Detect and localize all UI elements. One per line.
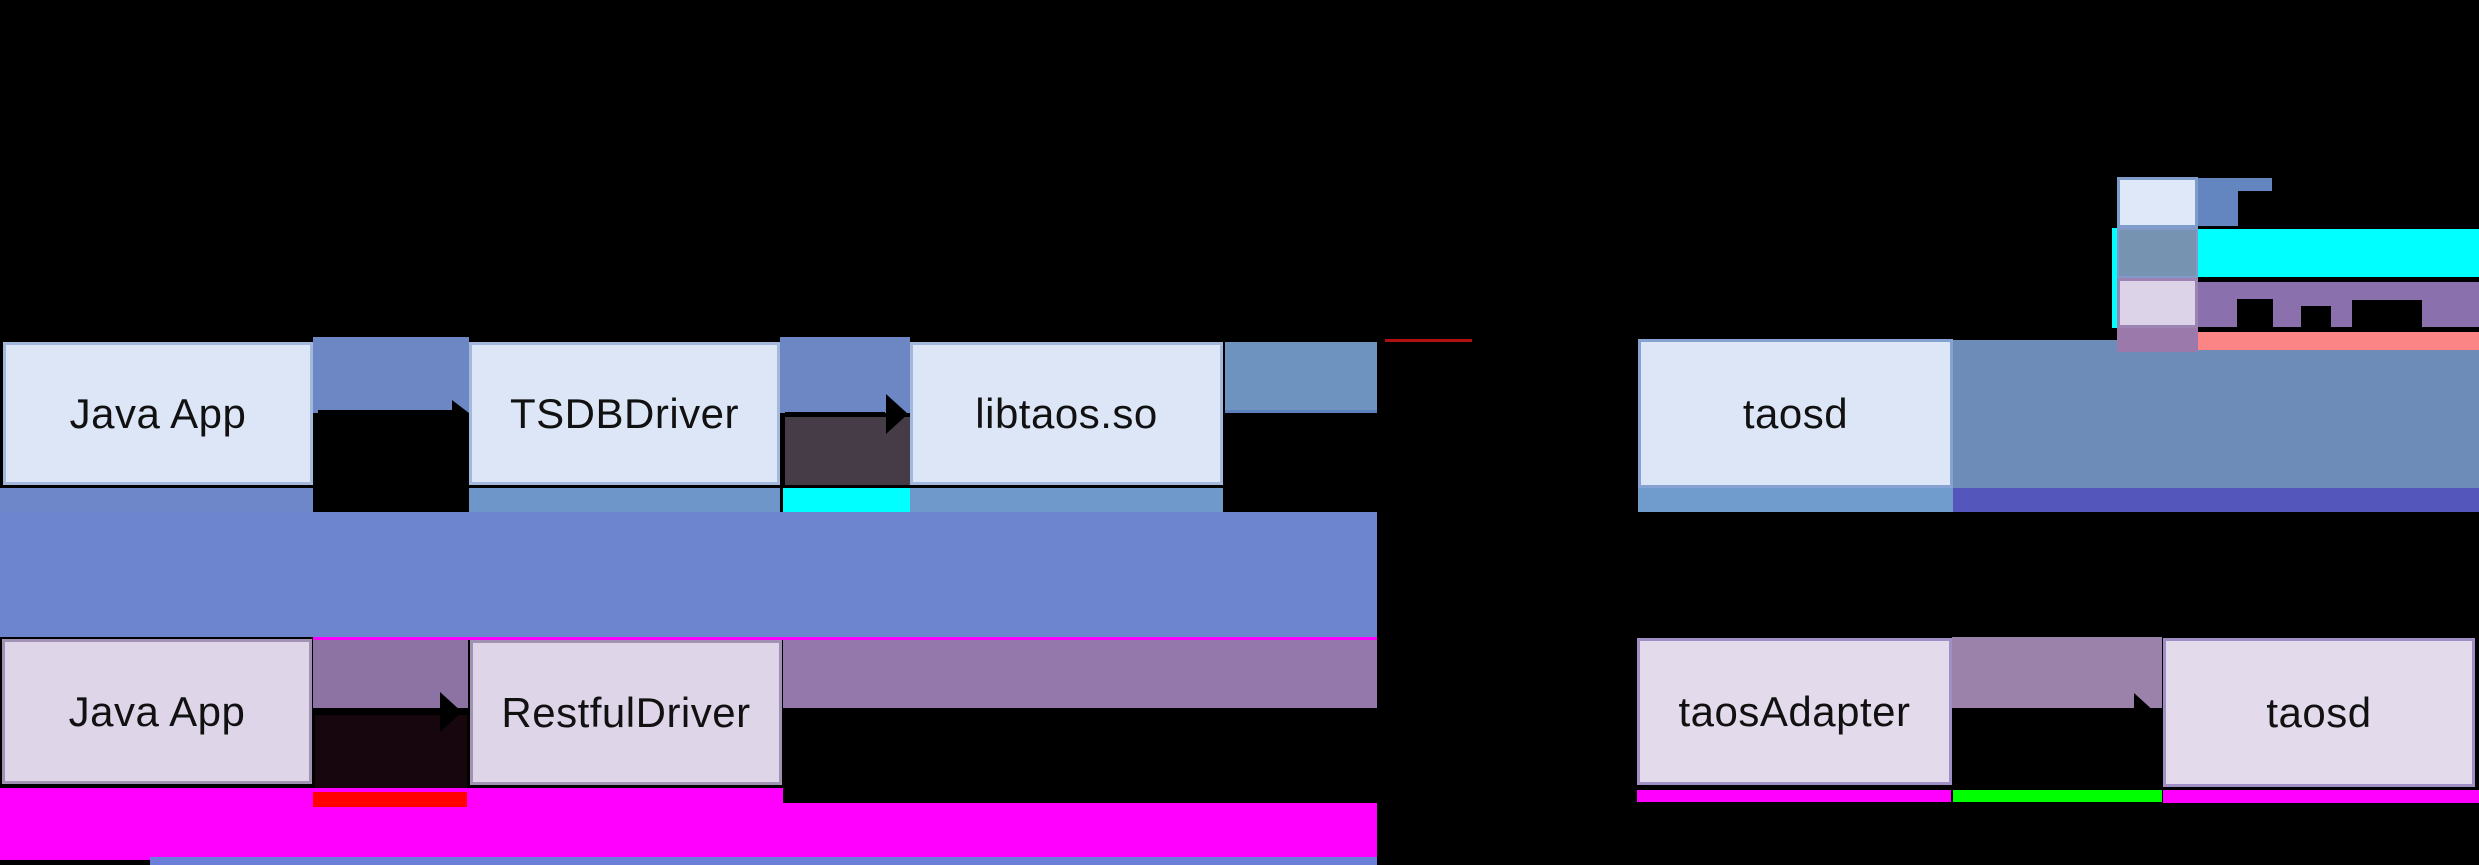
legend-text-fragment-3a	[2237, 299, 2273, 327]
legend-cyan-sliver	[2112, 228, 2117, 328]
arrow-adapter-to-taosd-line	[1958, 710, 2134, 716]
taosd-right-steel-band	[1953, 340, 2479, 488]
magenta-hairline	[313, 637, 1377, 640]
box-tsdbdriver-label: TSDBDriver	[509, 389, 739, 437]
top-gap1-blue-band	[313, 337, 469, 413]
box-java-app-top-label: Java App	[69, 389, 247, 437]
box-restfuldriver-label: RestfulDriver	[501, 688, 751, 736]
arrow-java-to-tsdb-line	[318, 410, 452, 415]
cyan-highlight-strip	[783, 488, 910, 512]
bottom-gap2-mauve-band	[1952, 637, 2162, 708]
legend-text-fragment-3b	[2301, 306, 2331, 327]
legend-swatch-1	[2117, 177, 2198, 228]
box-taosadapter: taosAdapter	[1637, 638, 1952, 785]
red-highlight-strip	[313, 792, 467, 807]
box-taosd-top-label: taosd	[1742, 389, 1849, 437]
legend-swatch-2	[2117, 228, 2198, 278]
magenta-band-right	[783, 803, 1377, 860]
legend-band-4	[2198, 332, 2479, 350]
network-red-line	[1385, 339, 1472, 342]
arrow-into-taosd-top-head	[1618, 401, 1635, 427]
arrow-restful-to-adapter-line	[783, 710, 1383, 716]
strip-under-tsdbdriver	[469, 488, 780, 512]
arrow-java-to-tsdb-head	[452, 400, 469, 426]
legend-text-fragment-3c	[2352, 300, 2422, 327]
magenta-strip-under-taosd-bottom	[2163, 790, 2479, 803]
restful-right-purple-band	[783, 640, 1377, 708]
legend-band-2	[2198, 229, 2479, 277]
bottom-blue-strip	[150, 857, 1377, 865]
arrow-tsdb-to-libtaos-head	[886, 394, 908, 434]
strip-under-javaapp-top	[0, 488, 313, 512]
legend	[2112, 170, 2479, 355]
legend-text-fragment-1	[2238, 191, 2272, 227]
arrow-java-to-restful-line	[316, 709, 440, 715]
green-highlight-strip	[1953, 790, 2162, 802]
arrow-tsdb-to-libtaos-line	[785, 412, 885, 417]
legend-swatch-4	[2117, 328, 2198, 352]
box-tsdbdriver: TSDBDriver	[469, 342, 780, 485]
purple-blue-strip	[1953, 488, 2479, 512]
arrow-adapter-to-taosd-head	[2134, 693, 2156, 733]
box-taosd-top: taosd	[1638, 339, 1953, 488]
legend-swatch-3	[2117, 278, 2198, 328]
box-libtaos: libtaos.so	[910, 342, 1223, 485]
box-java-app-bottom: Java App	[2, 639, 312, 784]
magenta-strip-under-taosadapter	[1637, 790, 1951, 802]
box-restfuldriver: RestfulDriver	[470, 640, 782, 785]
box-libtaos-label: libtaos.so	[975, 389, 1158, 437]
middle-blue-band	[0, 512, 1377, 637]
box-taosd-bottom: taosd	[2163, 638, 2475, 787]
box-taosd-bottom-label: taosd	[2266, 688, 2372, 736]
box-java-app-bottom-label: Java App	[68, 687, 246, 735]
arrow-java-to-restful-head	[440, 692, 462, 732]
box-taosadapter-label: taosAdapter	[1678, 687, 1911, 735]
strip-under-libtaos	[910, 488, 1223, 512]
box-java-app-top: Java App	[3, 342, 313, 485]
libtaos-right-steel-band	[1225, 342, 1377, 413]
strip-under-taosd-top	[1638, 488, 1953, 512]
